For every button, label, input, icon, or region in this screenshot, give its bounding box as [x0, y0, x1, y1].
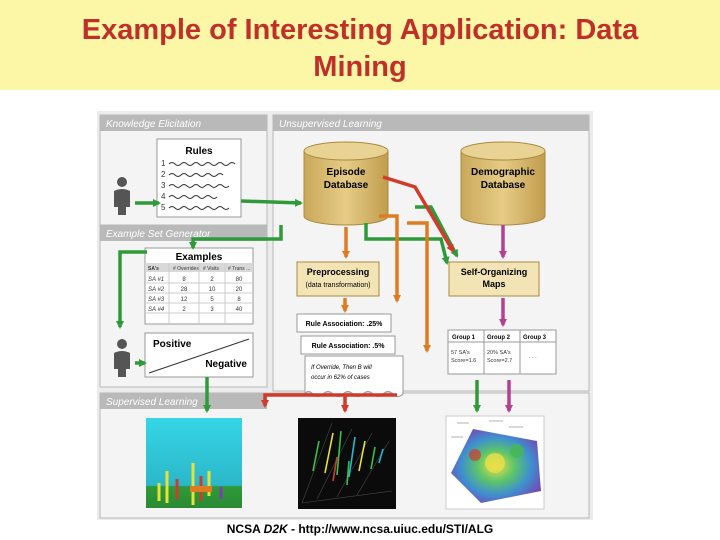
dark-3d-plot-image [298, 418, 396, 509]
table-cell: SA #2 [148, 287, 165, 293]
episode-database-label-1: Episode [327, 167, 366, 178]
positive-negative-card: Positive Negative [144, 332, 254, 378]
panel-label-knowledge: Knowledge Elicitation [106, 119, 201, 130]
table-cell: 2 [182, 307, 186, 313]
rule-note-line-1: If Override, Then B will [311, 365, 372, 371]
demographic-database-label-1: Demographic [471, 167, 535, 178]
rule-association-card: Rule Association: .25% [296, 313, 392, 333]
demographic-database-label-2: Database [481, 180, 526, 191]
arrow-episode-to-som [364, 223, 450, 265]
rule-number: 5 [161, 203, 166, 212]
rules-title: Rules [185, 146, 213, 157]
arrow-examples-to-person [116, 250, 147, 329]
positive-label: Positive [153, 339, 192, 350]
rule-association-2: Rule Association: .5% [312, 343, 386, 350]
diagram-canvas: Knowledge Elicitation Unsupervised Learn… [99, 114, 590, 519]
rule-number: 2 [161, 170, 166, 179]
arrow-to-rule-association [379, 214, 401, 303]
flow-arrows [116, 175, 513, 413]
table-cell: 20 [236, 287, 243, 293]
table-row: SA #4 2 3 40 [148, 307, 243, 313]
rule-association-1: Rule Association: .25% [306, 321, 384, 328]
som-title-2: Maps [482, 279, 505, 289]
table-row: SA #1 8 2 80 [148, 277, 243, 283]
negative-label: Negative [205, 359, 247, 370]
self-organizing-maps-box: Self-Organizing Maps [448, 261, 540, 297]
person-icon [114, 339, 130, 377]
table-cell: SA #4 [148, 307, 165, 313]
examples-table: Examples SA's # Overrides # Visits # Tra… [144, 247, 254, 325]
table-cell: 28 [181, 287, 188, 293]
table-cell: 5 [210, 297, 214, 303]
arrow-episode-to-examples [189, 225, 283, 250]
slide-title-line-1: Example of Interesting Application: Data [81, 14, 639, 46]
rule-number: 4 [161, 192, 166, 201]
footer-citation: NCSA D2K - http://www.ncsa.uiuc.edu/STI/… [0, 522, 720, 536]
arrow-to-rule-note [407, 221, 431, 353]
groups-table: Group 1 Group 2 Group 3 57 SA's Score=1.… [447, 329, 557, 375]
table-row: SA #2 28 10 20 [148, 287, 243, 293]
arrow-rules-to-supervised [261, 393, 397, 408]
arrow-rules-to-episode [240, 198, 303, 207]
table-cell: 40 [236, 307, 243, 313]
table-header: SA's [148, 266, 159, 272]
person-icon [114, 177, 130, 215]
preprocessing-title: Preprocessing [307, 267, 370, 277]
table-row: SA #3 12 5 8 [148, 297, 241, 303]
demographic-database: Demographic Database [460, 141, 546, 226]
title-band [0, 0, 720, 90]
table-cell: 3 [210, 307, 214, 313]
slide-title: Example of Interesting Application: Data… [0, 12, 720, 86]
group-1-line-2: Score=1.6 [451, 358, 476, 364]
group-header: Group 1 [452, 335, 476, 341]
rules-card: Rules 1 2 3 4 5 [156, 138, 242, 218]
footer-url: - http://www.ncsa.uiuc.edu/STI/ALG [287, 522, 494, 536]
rule-association-card: Rule Association: .5% [300, 335, 396, 355]
panel-label-example-set: Example Set Generator [106, 229, 211, 240]
terrain-map-image [445, 415, 545, 510]
slide-title-line-2: Mining [313, 51, 407, 83]
table-header: # Trans ... [228, 266, 250, 272]
rule-note-card: If Override, Then B will occur in 62% of… [304, 355, 404, 397]
table-cell: 80 [236, 277, 243, 283]
table-cell: 10 [209, 287, 216, 293]
table-cell: 8 [237, 297, 241, 303]
som-title-1: Self-Organizing [461, 267, 528, 277]
footer-project: D2K [263, 522, 288, 536]
rule-note-line-2: occur in 62% of cases [311, 375, 370, 381]
table-cell: 8 [182, 277, 186, 283]
group-header: Group 2 [487, 335, 511, 341]
group-2-line-1: 20% SA's [487, 350, 511, 356]
rule-number: 1 [161, 159, 166, 168]
rule-squiggles [168, 162, 236, 210]
episode-database-label-2: Database [324, 180, 369, 191]
panel-label-supervised: Supervised Learning [106, 397, 198, 408]
examples-title: Examples [176, 252, 223, 263]
preprocessing-box: Preprocessing (data transformation) [296, 261, 380, 297]
footer-prefix: NCSA [226, 522, 264, 536]
arrow-to-som [415, 205, 459, 258]
table-cell: 12 [181, 297, 188, 303]
scene-image [146, 418, 242, 508]
panel-label-unsupervised: Unsupervised Learning [279, 119, 382, 130]
table-cell: 2 [210, 277, 214, 283]
data-mining-diagram: Knowledge Elicitation Unsupervised Learn… [97, 111, 593, 520]
group-1-line-1: 57 SA's [451, 350, 470, 356]
table-header: # Overrides [173, 266, 199, 272]
group-3: . . . [529, 354, 537, 360]
group-2-line-2: Score=2.7 [487, 358, 512, 364]
table-header: # Visits [203, 266, 220, 272]
episode-database: Episode Database [303, 141, 389, 226]
arrow-episode-red [382, 175, 455, 253]
preprocessing-subtitle: (data transformation) [306, 282, 371, 289]
table-cell: SA #1 [148, 277, 164, 283]
rule-number: 3 [161, 181, 166, 190]
group-header: Group 3 [523, 335, 547, 341]
table-cell: SA #3 [148, 297, 165, 303]
